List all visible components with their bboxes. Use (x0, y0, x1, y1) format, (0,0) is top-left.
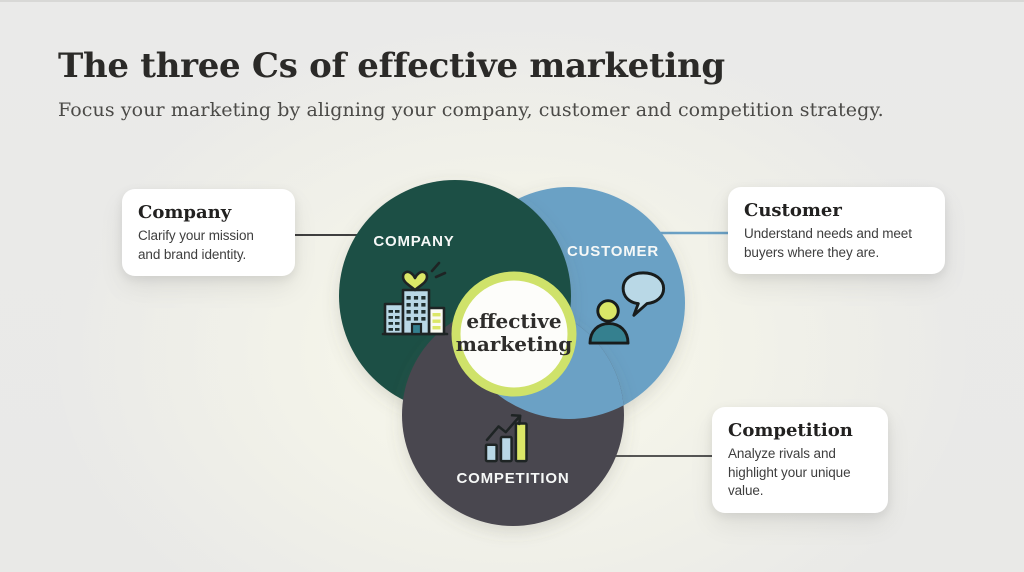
header: The three Cs of effective marketing Focu… (58, 46, 938, 122)
center-label: effective marketing (455, 309, 573, 356)
card-company: Company Clarify your mission and brand i… (122, 189, 295, 277)
center-circle (451, 271, 577, 397)
page-title: The three Cs of effective marketing (58, 46, 725, 86)
card-competition: Competition Analyze rivals and highlight… (712, 407, 888, 513)
card-competition-title: Competition (728, 420, 853, 441)
page-subtitle: Focus your marketing by aligning your co… (58, 99, 884, 122)
person-speech-bubble-icon (588, 271, 666, 345)
building-with-heart-icon (381, 261, 449, 336)
card-customer-body: Understand needs and meet buyers where t… (744, 226, 912, 260)
card-customer: Customer Understand needs and meet buyer… (728, 187, 945, 275)
growth-bar-chart-icon (484, 414, 528, 463)
card-company-body: Clarify your mission and brand identity. (138, 228, 254, 262)
top-edge-divider (0, 0, 1024, 2)
card-customer-title: Customer (744, 200, 842, 221)
circle-label-company: COMPANY (373, 233, 455, 250)
card-company-title: Company (138, 202, 232, 223)
card-competition-body: Analyze rivals and highlight your unique… (728, 446, 851, 499)
circle-label-competition: COMPETITION (456, 470, 570, 487)
circle-label-customer: CUSTOMER (567, 243, 659, 260)
